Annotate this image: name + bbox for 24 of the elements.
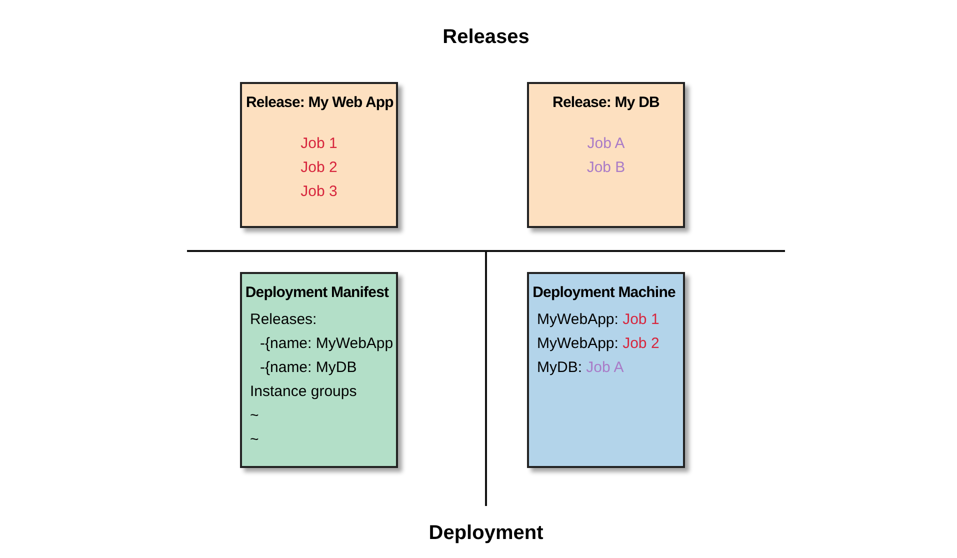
text-line: -{name: MyWebApp (260, 334, 394, 354)
box-heading: Deployment Manifest (245, 284, 389, 301)
text-box (527, 82, 685, 228)
text-line: Job 3 (300, 182, 338, 202)
text-line: Instance groups (250, 382, 357, 402)
box-heading: Deployment Machine (532, 284, 676, 301)
text-line: -{name: MyDB (260, 358, 357, 378)
section-label: Deployment (428, 522, 544, 545)
text-line: ~ (250, 406, 259, 426)
text-line: ~ (250, 430, 259, 450)
text-box (527, 272, 685, 468)
text-line: Job A (587, 134, 625, 154)
box-heading: Release: My DB (552, 94, 660, 111)
text-line: Job B (586, 158, 626, 178)
text-line: MyDB: Job A (537, 358, 624, 378)
section-label: Releases (442, 26, 530, 49)
text-line: MyWebApp: Job 1 (537, 310, 660, 330)
text-line: Releases: (250, 310, 317, 330)
text-box (240, 82, 398, 228)
text-line: Job 2 (300, 158, 338, 178)
text-box (240, 272, 398, 468)
text-line: MyWebApp: Job 2 (537, 334, 660, 354)
box-heading: Release: My Web App (246, 94, 394, 111)
text-line: Job 1 (300, 134, 338, 154)
